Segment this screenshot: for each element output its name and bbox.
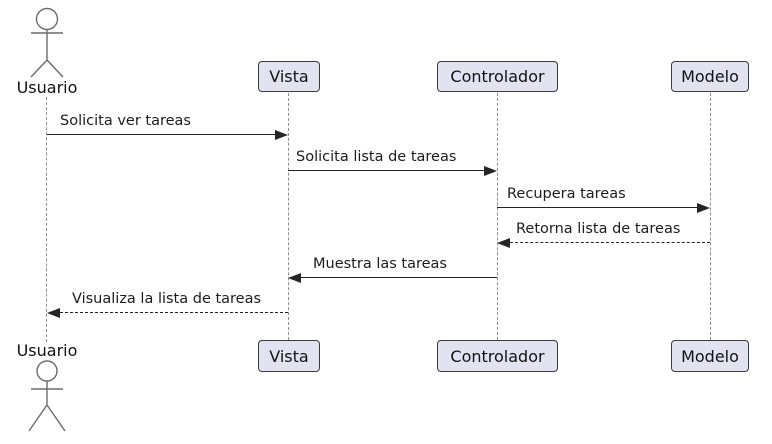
message-line [301,277,497,278]
message-label: Retorna lista de tareas [516,221,681,237]
arrowhead-right-icon [275,130,288,140]
lifeline-vista [288,93,289,340]
message-line [47,134,275,135]
message-line [60,312,288,313]
message-label: Visualiza la lista de tareas [72,291,262,307]
participant-controlador-bottom: Controlador [437,340,558,372]
arrowhead-left-icon [497,238,510,248]
message-label: Recupera tareas [507,186,626,202]
participant-modelo-bottom: Modelo [671,340,749,372]
message-line [510,242,710,243]
actor-label-bottom: Usuario [16,341,78,360]
message-label: Solicita lista de tareas [296,149,457,165]
arrowhead-left-icon [47,308,60,318]
participant-vista-top: Vista [258,61,320,92]
participant-modelo-top: Modelo [671,61,749,92]
message-line [288,170,484,171]
participant-vista-bottom: Vista [258,340,320,372]
lifeline-modelo [710,93,711,340]
actor-label-top: Usuario [16,78,78,97]
arrowhead-left-icon [288,273,301,283]
message-line [497,207,697,208]
message-label: Muestra las tareas [313,256,447,272]
message-label: Solicita ver tareas [60,113,191,129]
actor-usuario-bottom-icon [28,360,66,432]
arrowhead-right-icon [697,203,710,213]
arrowhead-right-icon [484,166,497,176]
participant-controlador-top: Controlador [437,61,558,92]
actor-usuario-top-icon [30,7,64,78]
lifeline-usuario [46,97,47,342]
lifeline-controlador [497,93,498,340]
